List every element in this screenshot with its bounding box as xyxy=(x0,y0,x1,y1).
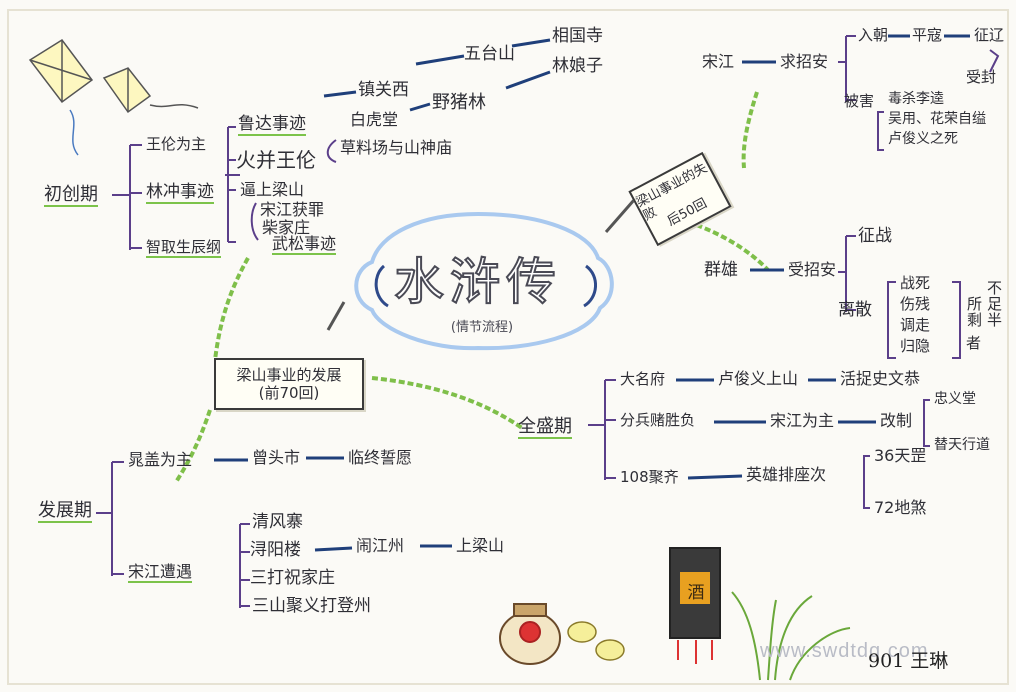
peak-fenbing-gaizhi: 改制 xyxy=(880,411,913,430)
paper-border xyxy=(7,9,1009,685)
development-stage-range: (前70回) xyxy=(258,384,320,402)
decline-lisan-zhansi: 战死 xyxy=(900,274,931,292)
wine-jar-icon xyxy=(499,603,561,665)
decline-zhengzhan: 征战 xyxy=(858,226,892,246)
baihu-chain-linniangzi: 林娘子 xyxy=(552,56,603,76)
baihu-chain-yezhulin: 野猪林 xyxy=(432,92,486,113)
lin-chong-item-chai: 柴家庄 xyxy=(262,218,311,237)
development-connectors xyxy=(96,461,250,608)
initial-branch-wang-lun: 王伦为主 xyxy=(146,135,207,153)
initial-connectors xyxy=(112,126,337,250)
decline-heroes-zhaoan: 受招安 xyxy=(788,260,837,279)
signature: 901 王琳 xyxy=(868,650,949,672)
wine-flag-label: 酒 xyxy=(687,583,705,603)
decline-song-jiang-zhaoan: 求招安 xyxy=(780,52,829,71)
decline-lisan-guiyin: 归隐 xyxy=(900,337,931,355)
lin-chong-item-bishang: 逼上梁山 xyxy=(240,180,305,199)
kite-lantern-icon xyxy=(28,38,199,156)
decline-beihai-lu: 卢俊义之死 xyxy=(888,131,958,147)
chao-gai-chain-linzhong: 临终誓愿 xyxy=(348,448,413,467)
decline-ruchao-pingkou: 平寇 xyxy=(912,26,943,44)
decline-lisan-diaozou: 调走 xyxy=(900,316,931,334)
initial-branch-lin-chong: 林冲事迹 xyxy=(146,182,214,204)
wine-cup-icon xyxy=(567,621,625,661)
decline-song-jiang-label: 宋江 xyxy=(702,52,735,71)
initial-branch-shengchen-gang: 智取生辰纲 xyxy=(146,238,222,258)
lu-da-chain-xiangguo: 相国寺 xyxy=(552,26,603,46)
watermark: www.swdtdq.com xyxy=(760,640,929,662)
decline-beihai-likui: 毒杀李逵 xyxy=(888,91,944,107)
peak-fenbing-titian: 替天行道 xyxy=(934,437,990,453)
development-stage-box: 梁山事业的发展 (前70回) xyxy=(214,358,364,410)
decline-ruchao-label: 入朝 xyxy=(858,26,889,44)
peak-daming-lu: 卢俊义上山 xyxy=(718,369,799,388)
chao-gai-chain-zengtou: 曾头市 xyxy=(252,448,301,467)
song-jiang-item-xunyang: 浔阳楼 xyxy=(250,540,301,560)
decline-lisan-shangcan: 伤残 xyxy=(900,295,931,313)
wine-flag-icon xyxy=(669,547,721,664)
song-jiang-dev-label: 宋江遭遇 xyxy=(128,562,193,583)
song-jiang-item-zhujia: 三打祝家庄 xyxy=(250,568,335,588)
title-block: 水浒传 (情节流程) xyxy=(352,212,604,352)
development-stage-title: 梁山事业的发展 xyxy=(236,366,342,384)
title-cloud-outline xyxy=(354,211,614,351)
decline-chain-lines xyxy=(742,34,970,272)
baihu-chain-baihutang: 白虎堂 xyxy=(350,110,399,129)
peak-chain-lines xyxy=(676,378,876,480)
decline-lisan-label: 离散 xyxy=(838,300,872,320)
song-jiang-item-sanshan: 三山聚义打登州 xyxy=(252,596,371,616)
decline-connectors xyxy=(838,35,1000,359)
decline-beihai-label: 被害 xyxy=(844,92,875,110)
peak-row-fenbing: 分兵赌胜负 xyxy=(620,411,696,429)
lin-chong-item-song-jiang: 宋江获罪 xyxy=(260,200,325,219)
peak-108-disha: 72地煞 xyxy=(874,498,927,517)
peak-daming-shi: 活捉史文恭 xyxy=(840,369,921,388)
caoliao-item: 草料场与山神庙 xyxy=(340,138,453,157)
development-stage-label: 发展期 xyxy=(38,500,92,523)
initial-chain-lines xyxy=(323,38,551,112)
decline-lisan-zhe: 者 xyxy=(966,334,982,352)
map-title: 水浒传 xyxy=(393,252,562,312)
lu-da-chain-zhenguanxi: 镇关西 xyxy=(358,80,409,100)
map-subtitle: (情节流程) xyxy=(450,320,514,335)
peak-row-daming: 大名府 xyxy=(620,370,666,388)
decline-ruchao-shoufeng: 受封 xyxy=(966,68,997,86)
peak-108-tiangang: 36天罡 xyxy=(874,446,927,465)
chao-gai-label: 晁盖为主 xyxy=(128,450,193,469)
xunyang-chain-jiangzhou: 闹江州 xyxy=(356,536,405,555)
peak-108-paizuo: 英雄排座次 xyxy=(746,465,827,484)
reed-grass-icon xyxy=(731,591,851,681)
song-jiang-item-qingfeng: 清风寨 xyxy=(252,512,303,532)
lu-da-chain-wutai: 五台山 xyxy=(464,44,515,64)
peak-connectors xyxy=(588,379,930,509)
decline-lisan-buzuban: 不足半 xyxy=(985,280,1003,328)
decline-beihai-wuyong: 吴用、花荣自缢 xyxy=(888,111,986,127)
vine-decoration xyxy=(174,91,770,484)
peak-row-108: 108聚齐 xyxy=(620,468,679,486)
peak-fenbing-song: 宋江为主 xyxy=(770,411,835,430)
peak-fenbing-zhongyi: 忠义堂 xyxy=(934,391,976,407)
lin-chong-item-huobing: 火并王伦 xyxy=(236,148,316,172)
initial-stage-label: 初创期 xyxy=(44,184,98,207)
peak-stage-label: 全盛期 xyxy=(518,416,572,439)
decline-heroes-label: 群雄 xyxy=(704,260,738,280)
development-chain-lines xyxy=(214,456,452,552)
lin-chong-item-wu-song: 武松事迹 xyxy=(272,234,337,255)
decline-ruchao-zhengliao: 征辽 xyxy=(974,26,1005,44)
xunyang-chain-liangshan: 上梁山 xyxy=(456,536,505,555)
decline-lisan-suosheng: 所剩 xyxy=(965,296,983,328)
lin-chong-item-lu-da: 鲁达事迹 xyxy=(238,114,306,136)
